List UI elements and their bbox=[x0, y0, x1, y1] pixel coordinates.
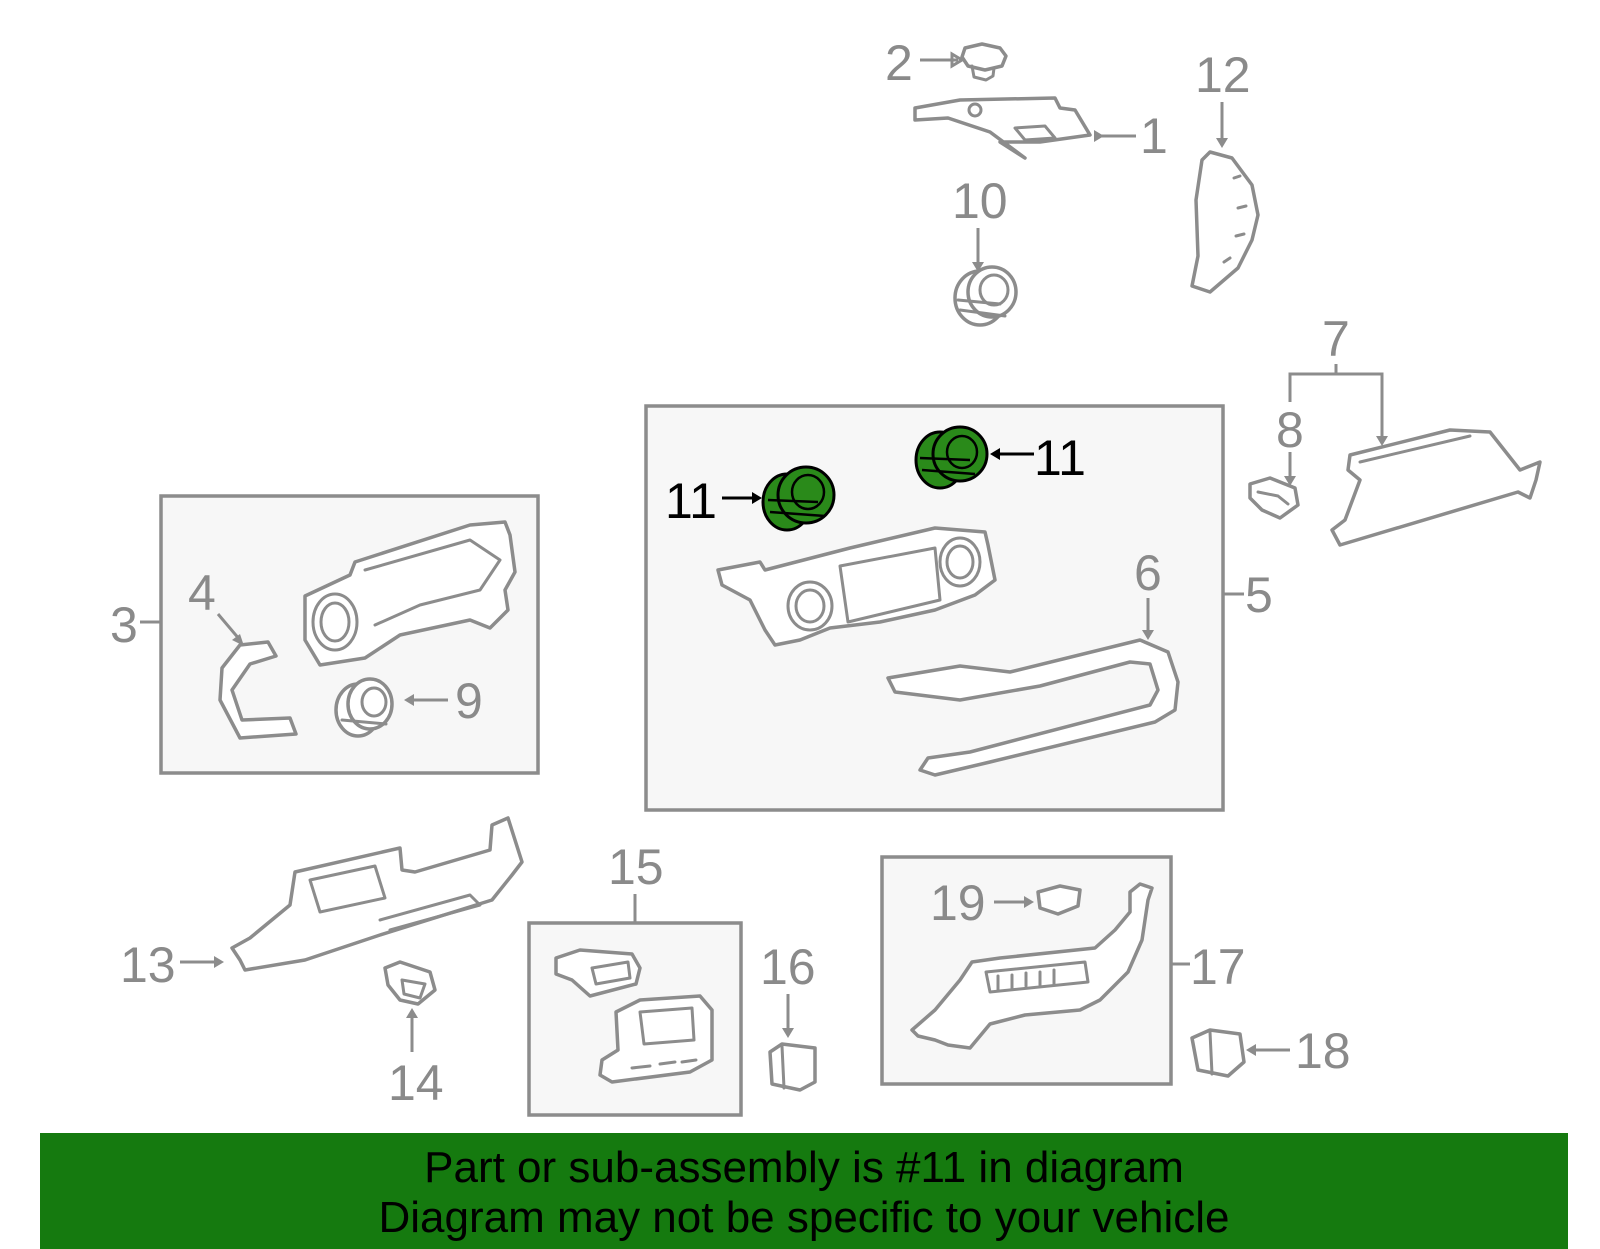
callout-5: 5 bbox=[1245, 567, 1273, 623]
callout-11-left: 11 bbox=[665, 473, 717, 529]
callout-15: 15 bbox=[608, 839, 664, 895]
callout-7: 7 bbox=[1322, 311, 1350, 367]
part-15-switch-assembly[interactable] bbox=[554, 948, 714, 1084]
part-10-vent[interactable] bbox=[953, 265, 1018, 327]
callout-10: 10 bbox=[952, 173, 1008, 229]
part-12-side-panel[interactable] bbox=[1190, 150, 1260, 294]
part-2-clip[interactable] bbox=[960, 42, 1008, 82]
callout-16: 16 bbox=[760, 939, 816, 995]
callout-13: 13 bbox=[120, 937, 176, 993]
callout-9: 9 bbox=[455, 673, 483, 729]
callout-1: 1 bbox=[1140, 108, 1168, 164]
part-16-switch[interactable] bbox=[768, 1042, 817, 1092]
part-19-switch[interactable] bbox=[1036, 884, 1082, 916]
part-11-vent-left[interactable] bbox=[761, 465, 836, 532]
banner-line-1: Part or sub-assembly is #11 in diagram bbox=[424, 1143, 1184, 1192]
callout-12: 12 bbox=[1195, 47, 1251, 103]
part-1-bracket[interactable] bbox=[913, 96, 1092, 160]
callout-11-right: 11 bbox=[1034, 430, 1086, 486]
part-3-cluster-panel[interactable] bbox=[303, 520, 517, 667]
leader-4 bbox=[216, 613, 242, 641]
part-5-center-panel[interactable] bbox=[716, 526, 997, 647]
part-14-socket[interactable] bbox=[383, 960, 437, 1006]
callout-19: 19 bbox=[930, 875, 986, 931]
part-6-trim[interactable] bbox=[886, 638, 1180, 777]
part-4-trim[interactable] bbox=[218, 640, 298, 740]
part-18-switch[interactable] bbox=[1190, 1028, 1246, 1078]
callout-4: 4 bbox=[188, 565, 216, 621]
callout-17: 17 bbox=[1190, 939, 1246, 995]
part-9-vent[interactable] bbox=[334, 677, 394, 738]
leader-7 bbox=[1288, 364, 1384, 440]
part-8-stopper[interactable] bbox=[1248, 476, 1300, 520]
banner-line-2: Diagram may not be specific to your vehi… bbox=[378, 1193, 1230, 1242]
callout-14: 14 bbox=[388, 1055, 444, 1111]
callout-6: 6 bbox=[1134, 545, 1162, 601]
callout-18: 18 bbox=[1295, 1023, 1351, 1079]
part-11-vent-right[interactable] bbox=[914, 425, 989, 490]
info-banner: Part or sub-assembly is #11 in diagram D… bbox=[40, 1133, 1568, 1249]
callout-2: 2 bbox=[885, 35, 913, 91]
part-17-console-panel[interactable] bbox=[910, 882, 1154, 1050]
part-13-lower-panel[interactable] bbox=[230, 816, 524, 972]
callout-8: 8 bbox=[1276, 402, 1304, 458]
part-7-glove-box[interactable] bbox=[1330, 428, 1542, 547]
callout-3: 3 bbox=[110, 597, 138, 653]
